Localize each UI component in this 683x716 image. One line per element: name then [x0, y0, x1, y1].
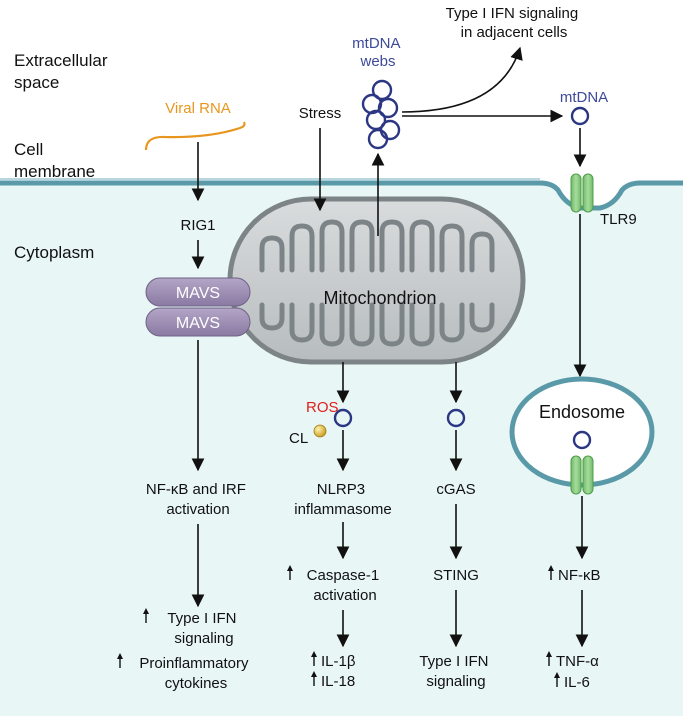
- mtdna-icon: [570, 106, 590, 126]
- rig1-label: RIG1: [180, 217, 215, 234]
- mitochondrion-cristae: [259, 219, 495, 273]
- up-arrow-icon: [546, 651, 552, 666]
- mtdna-icon: [333, 408, 353, 428]
- mtdna-label: mtDNA: [560, 89, 608, 106]
- ros-label: ROS: [306, 399, 339, 416]
- tlr9-endosome-icon: [570, 455, 594, 495]
- up-arrow-icon: [311, 651, 317, 666]
- endosome-label: Endosome: [539, 402, 625, 422]
- stress-label: Stress: [299, 105, 342, 122]
- arrow-to-adjacent-cells: [401, 46, 523, 113]
- ifn-adjacent-label: Type I IFN signaling in adjacent cells: [446, 5, 583, 41]
- il6-label: IL-6: [564, 674, 590, 691]
- extracellular-label: Extracellular space: [14, 51, 112, 92]
- caspase-label: Caspase-1 activation: [307, 567, 384, 604]
- nfkb-irf-label: NF-κB and IRF activation: [146, 481, 250, 518]
- up-arrow-icon: [143, 608, 149, 623]
- cardiolipin-icon: [313, 424, 327, 438]
- up-arrow-icon: [548, 565, 554, 580]
- proinflammatory-label: Proinflammatory cytokines: [139, 655, 252, 692]
- membrane-label: Cell membrane: [14, 140, 95, 181]
- mtdna-icon: [572, 430, 592, 450]
- up-arrow-icon: [311, 671, 317, 686]
- mtdna-icon: [446, 408, 466, 428]
- tlr9-label: TLR9: [600, 211, 637, 228]
- nfkb-label: NF-κB: [558, 567, 601, 584]
- tnfa-label: TNF-α: [556, 653, 599, 670]
- mtdna-webs-icon: [361, 79, 401, 150]
- sting-label: STING: [433, 567, 479, 584]
- cl-label: CL: [289, 430, 308, 447]
- tlr9-receptor-icon: [570, 173, 594, 213]
- viral-rna-strand: [144, 121, 246, 151]
- nlrp3-label: NLRP3 inflammasome: [294, 481, 392, 518]
- mtdna-webs-label: mtDNA webs: [352, 35, 404, 70]
- mitochondrion-label: Mitochondrion: [323, 288, 436, 308]
- up-arrow-icon: [117, 653, 123, 668]
- up-arrow-icon: [554, 672, 560, 687]
- up-arrow-icon: [287, 565, 293, 580]
- il18-label: IL-18: [321, 673, 355, 690]
- type1-ifn-left-label: Type I IFN signaling: [167, 610, 240, 647]
- type1-ifn-cgas-label: Type I IFN signaling: [419, 653, 492, 690]
- mitochondrion-cristae-lower: [259, 302, 495, 347]
- cytoplasm-label: Cytoplasm: [14, 243, 94, 262]
- mavs-label-1: MAVS: [176, 285, 220, 302]
- il1b-label: IL-1β: [321, 653, 356, 670]
- cgas-label: cGAS: [436, 481, 475, 498]
- mavs-label-2: MAVS: [176, 315, 220, 332]
- mavs-complex: MAVS MAVS: [145, 277, 251, 337]
- viral-rna-label: Viral RNA: [165, 100, 231, 117]
- mitochondrion: Mitochondrion: [227, 196, 526, 365]
